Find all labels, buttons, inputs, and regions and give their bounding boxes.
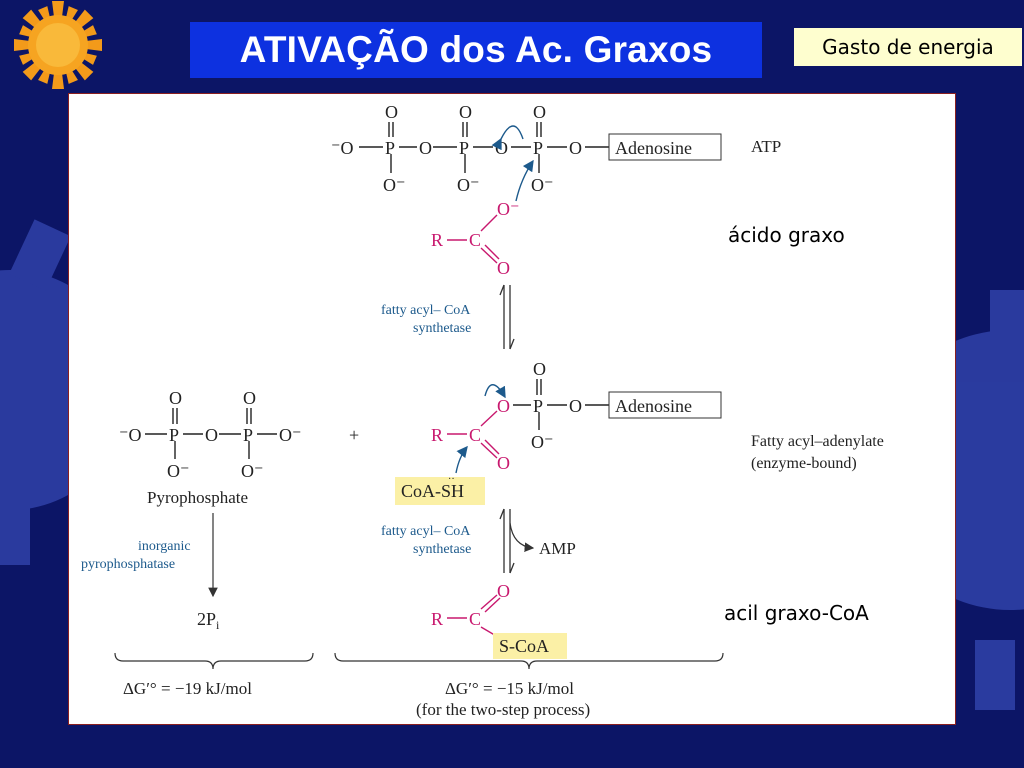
- enzyme-label-2: fatty acyl– CoA synthetase: [381, 524, 471, 557]
- svg-text:R: R: [431, 609, 443, 629]
- s-coa-label: S-CoA: [499, 636, 549, 656]
- amp-label: AMP: [539, 539, 576, 558]
- plus-sign: +: [349, 425, 359, 445]
- pyrophosphate-label: Pyrophosphate: [147, 488, 248, 507]
- svg-text:pyrophosphatase: pyrophosphatase: [81, 557, 175, 572]
- svg-text:O: O: [569, 138, 582, 158]
- svg-text:R: R: [431, 425, 443, 445]
- svg-text:P: P: [459, 138, 469, 158]
- svg-text:P: P: [533, 396, 543, 416]
- slide-title: ATIVAÇÃO dos Ac. Graxos: [239, 29, 713, 70]
- delta-g-right: ΔG′° = −15 kJ/mol: [445, 679, 574, 698]
- svg-text:O: O: [569, 396, 582, 416]
- adenylate-label-2: (enzyme-bound): [751, 455, 857, 472]
- svg-text:fatty acyl– CoA: fatty acyl– CoA: [381, 303, 471, 318]
- adenylate-phosphate-part: P O O O⁻: [531, 359, 582, 452]
- left-brace: [114, 652, 314, 670]
- coa-sh-highlight: [395, 477, 485, 505]
- atp-label: ATP: [751, 137, 781, 156]
- fatty-acid-c: C: [469, 230, 481, 250]
- svg-text:P: P: [533, 138, 543, 158]
- svg-text:O: O: [495, 138, 508, 158]
- reaction-diagram: ⁻O P O P O P O O O O O⁻ O⁻ O⁻ Adenosine: [81, 102, 884, 719]
- fatty-acid-molecule: R C O⁻ O: [431, 199, 520, 278]
- svg-text:O: O: [205, 425, 218, 445]
- svg-text:O: O: [169, 388, 182, 408]
- right-brace: [334, 652, 724, 670]
- curved-arrow-4-icon: [455, 445, 468, 474]
- svg-text:O: O: [419, 138, 432, 158]
- pyrophosphate-molecule: ⁻O P O P O⁻ O O O⁻ O⁻: [119, 388, 302, 481]
- adenosine-label-atp: Adenosine: [615, 138, 692, 158]
- pyrophosphatase-label: inorganic pyrophosphatase: [81, 539, 191, 572]
- svg-text:O: O: [533, 359, 546, 379]
- svg-text:fatty acyl– CoA: fatty acyl– CoA: [381, 524, 471, 539]
- svg-text:synthetase: synthetase: [413, 321, 471, 336]
- lone-pair-dots: ··: [448, 474, 455, 485]
- adenylate-acyl-part: R C O O: [431, 396, 510, 473]
- svg-text:O⁻: O⁻: [497, 199, 520, 219]
- svg-text:O: O: [497, 396, 510, 416]
- fatty-acid-label: ácido graxo: [728, 223, 845, 247]
- energy-note-box: Gasto de energia: [794, 28, 1022, 66]
- svg-text:O⁻: O⁻: [241, 461, 264, 481]
- svg-text:O⁻: O⁻: [383, 175, 406, 195]
- curved-arrow-2-icon: [515, 159, 534, 202]
- title-banner: ATIVAÇÃO dos Ac. Graxos: [190, 22, 762, 78]
- svg-text:O⁻: O⁻: [457, 175, 480, 195]
- svg-text:O: O: [497, 581, 510, 601]
- svg-text:synthetase: synthetase: [413, 542, 471, 557]
- svg-text:P: P: [385, 138, 395, 158]
- svg-text:O: O: [385, 102, 398, 122]
- equilibrium-arrow-2: [499, 508, 515, 574]
- delta-g-right-note: (for the two-step process): [416, 700, 590, 719]
- atp-molecule: ⁻O P O P O P O O O O O⁻ O⁻ O⁻: [331, 102, 582, 195]
- coa-sh-label: CoA-SH: [401, 481, 464, 501]
- adenosine-box-atp: [608, 133, 722, 161]
- svg-text:C: C: [469, 425, 481, 445]
- svg-text:P: P: [243, 425, 253, 445]
- svg-text:O⁻: O⁻: [531, 175, 554, 195]
- svg-text:O: O: [497, 453, 510, 473]
- svg-text:P: P: [169, 425, 179, 445]
- svg-text:O: O: [497, 258, 510, 278]
- pyrophosphate-bonds: [145, 408, 277, 459]
- s-coa-highlight: [493, 633, 567, 659]
- fatty-acid-r: R: [431, 230, 443, 250]
- svg-text:O⁻: O⁻: [531, 432, 554, 452]
- acyl-coa-label: acil graxo-CoA: [724, 601, 869, 625]
- svg-text:⁻O: ⁻O: [331, 138, 354, 158]
- amp-release-arrow-icon: [509, 522, 535, 552]
- equilibrium-arrow-1: [499, 284, 515, 350]
- sun-icon: [14, 1, 102, 89]
- enzyme-label-1: fatty acyl– CoA synthetase: [381, 303, 471, 336]
- pi-product: 2Pi: [197, 609, 220, 632]
- curved-arrow-1-icon: [491, 125, 524, 151]
- atp-bonds: [359, 122, 609, 173]
- svg-text:⁻O: ⁻O: [119, 425, 142, 445]
- curved-arrow-3-icon: [484, 384, 506, 399]
- svg-text:O⁻: O⁻: [167, 461, 190, 481]
- adenosine-box-adenylate: [608, 391, 722, 419]
- svg-text:O⁻: O⁻: [279, 425, 302, 445]
- energy-note: Gasto de energia: [822, 35, 994, 59]
- svg-text:C: C: [469, 609, 481, 629]
- svg-text:O: O: [243, 388, 256, 408]
- svg-text:O: O: [459, 102, 472, 122]
- delta-g-left: ΔG′° = −19 kJ/mol: [123, 679, 252, 698]
- svg-text:O: O: [533, 102, 546, 122]
- fatty-acid-bonds: [447, 214, 500, 264]
- diagram-panel: ⁻O P O P O P O O O O O⁻ O⁻ O⁻ Adenosine: [68, 93, 956, 725]
- acyl-coa-molecule: R C O: [431, 581, 510, 629]
- adenosine-label-adenylate: Adenosine: [615, 396, 692, 416]
- svg-text:inorganic: inorganic: [138, 539, 191, 554]
- adenylate-label-1: Fatty acyl–adenylate: [751, 433, 884, 450]
